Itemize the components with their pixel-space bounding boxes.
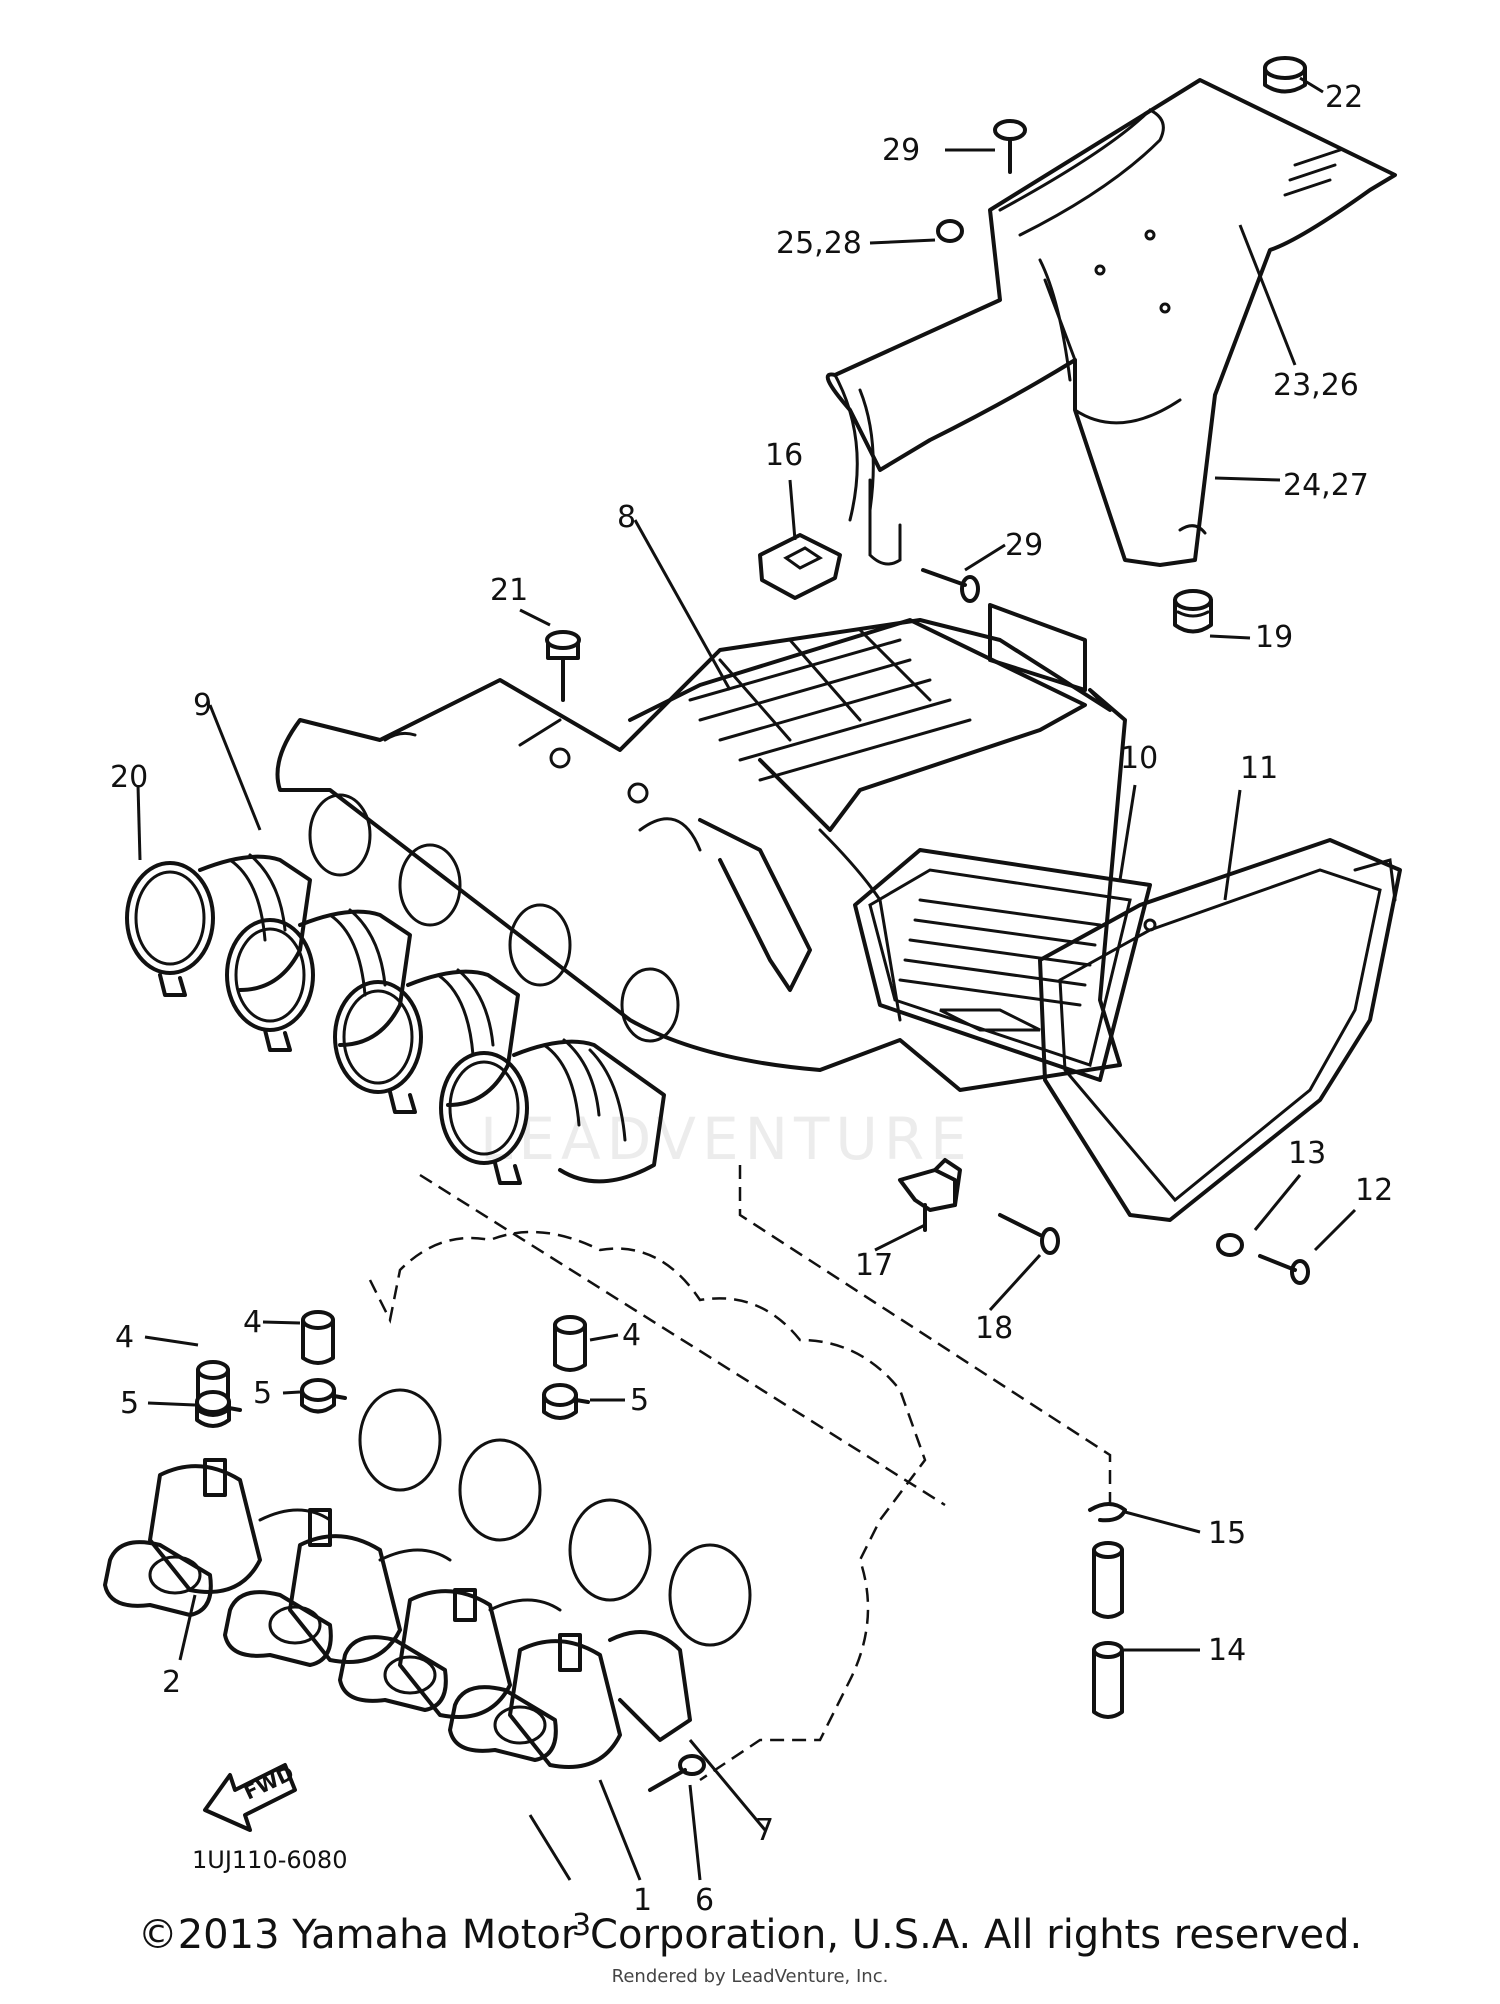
callout-4-right: 4: [622, 1318, 641, 1353]
callout-2: 2: [162, 1665, 181, 1700]
rubber-16: [758, 533, 842, 600]
leader-lines: [136, 76, 1357, 1881]
screw-18: [998, 1213, 1060, 1255]
bolt-21: [545, 630, 581, 702]
grommet-22: [1263, 56, 1307, 94]
air-box-8: [275, 603, 1127, 1092]
callout-29-top: 29: [882, 133, 920, 168]
bracket-17: [898, 1158, 962, 1232]
callout-6: 6: [695, 1883, 714, 1918]
washer-13: [1216, 1233, 1244, 1257]
callout-4-mid: 4: [243, 1305, 262, 1340]
callout-5-mid: 5: [253, 1376, 272, 1411]
callout-21: 21: [490, 573, 528, 608]
air-box-cap-11: [1038, 838, 1402, 1222]
callout-labels: 22 29 25,28 23,26 24,27 19 29 16 8 21 9 …: [110, 80, 1393, 1943]
screw-12: [1258, 1254, 1310, 1285]
clamp-5-right: [542, 1383, 590, 1420]
fwd-label: FWD: [240, 1761, 298, 1805]
callout-11: 11: [1240, 751, 1278, 786]
leadventure-watermark: LEADVENTURE: [480, 1105, 973, 1173]
callout-18: 18: [975, 1311, 1013, 1346]
diagram-code: 1UJ110-6080: [192, 1846, 347, 1874]
screw-29-mid: [921, 568, 980, 603]
clip-15: [1088, 1502, 1127, 1523]
cap-4-right: [553, 1315, 587, 1372]
callout-5-left: 5: [120, 1386, 139, 1421]
callout-12: 12: [1355, 1173, 1393, 1208]
callout-20: 20: [110, 760, 148, 795]
callout-9: 9: [193, 688, 212, 723]
callout-17: 17: [855, 1248, 893, 1283]
callout-5-right: 5: [630, 1383, 649, 1418]
screw-29-top: [993, 119, 1027, 174]
fwd-arrow: FWD: [203, 1761, 298, 1832]
callout-24-27: 24,27: [1283, 468, 1369, 503]
callout-16: 16: [765, 438, 803, 473]
callout-19: 19: [1255, 620, 1293, 655]
joint-assembly: [125, 853, 666, 1185]
callout-8: 8: [617, 500, 636, 535]
engine-outline: [368, 1173, 946, 1782]
callout-10: 10: [1120, 741, 1158, 776]
leader-dash-14-15: [738, 1165, 1112, 1505]
clamp-5-left: [195, 1390, 242, 1428]
callout-1: 1: [633, 1883, 652, 1918]
air-duct-cover: [825, 78, 1397, 567]
copyright-notice: ©2013 Yamaha Motor Corporation, U.S.A. A…: [137, 1912, 1363, 1958]
callout-22: 22: [1325, 80, 1363, 115]
air-filter-element-10: [853, 848, 1152, 1082]
rendered-by-credit: Rendered by LeadVenture, Inc.: [611, 1966, 889, 1987]
callout-25-28: 25,28: [776, 226, 862, 261]
carburetor-joints: [103, 1388, 752, 1769]
callout-4-left: 4: [115, 1320, 134, 1355]
callout-15: 15: [1208, 1516, 1246, 1551]
callout-3: 3: [572, 1908, 591, 1943]
grommet-19: [1173, 589, 1213, 634]
washer-25-28: [936, 219, 964, 243]
screw-6: [648, 1754, 706, 1792]
callout-14: 14: [1208, 1633, 1246, 1668]
cap-4-mid: [301, 1310, 335, 1365]
clamp-5-mid: [300, 1378, 347, 1414]
callout-7: 7: [755, 1813, 774, 1848]
callout-13: 13: [1288, 1136, 1326, 1171]
callout-23-26: 23,26: [1273, 368, 1359, 403]
hose-14: [1092, 1541, 1124, 1719]
callout-29-mid: 29: [1005, 528, 1043, 563]
